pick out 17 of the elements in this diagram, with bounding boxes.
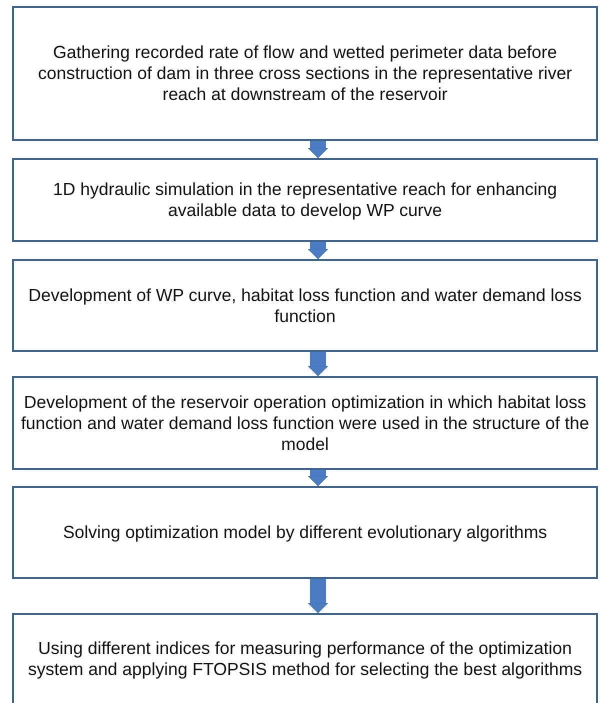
block-arrow: [308, 242, 328, 260]
step-text: 1D hydraulic simulation in the representative reach for enhancing available data to develop WP curve: [52, 179, 558, 221]
process-box: [12, 6, 598, 141]
process-box: [12, 376, 598, 470]
step-text: Development of the reservoir operation optimization in which habitat loss function and water demand loss function were used in the structure of the model: [20, 392, 590, 454]
process-box: [12, 613, 598, 703]
process-box: [12, 486, 598, 579]
process-box: [12, 259, 598, 352]
block-arrow: [308, 579, 328, 614]
block-arrow: [308, 141, 328, 158]
step-text: Development of WP curve, habitat loss function and water demand loss function: [27, 284, 583, 326]
step-text: Gathering recorded rate of flow and wetted perimeter data before construction of dam in three cross sections in the representative river reach at downstream of the reservoir: [37, 42, 573, 105]
process-box: [12, 158, 598, 242]
step-text: Solving optimization model by different evolutionary algorithms: [62, 522, 548, 543]
step-text: Using different indices for measuring performance of the optimization system and applying FTOPSIS method for selecting the best algorithms: [26, 638, 584, 680]
block-arrow: [308, 470, 328, 486]
block-arrow: [308, 352, 328, 376]
